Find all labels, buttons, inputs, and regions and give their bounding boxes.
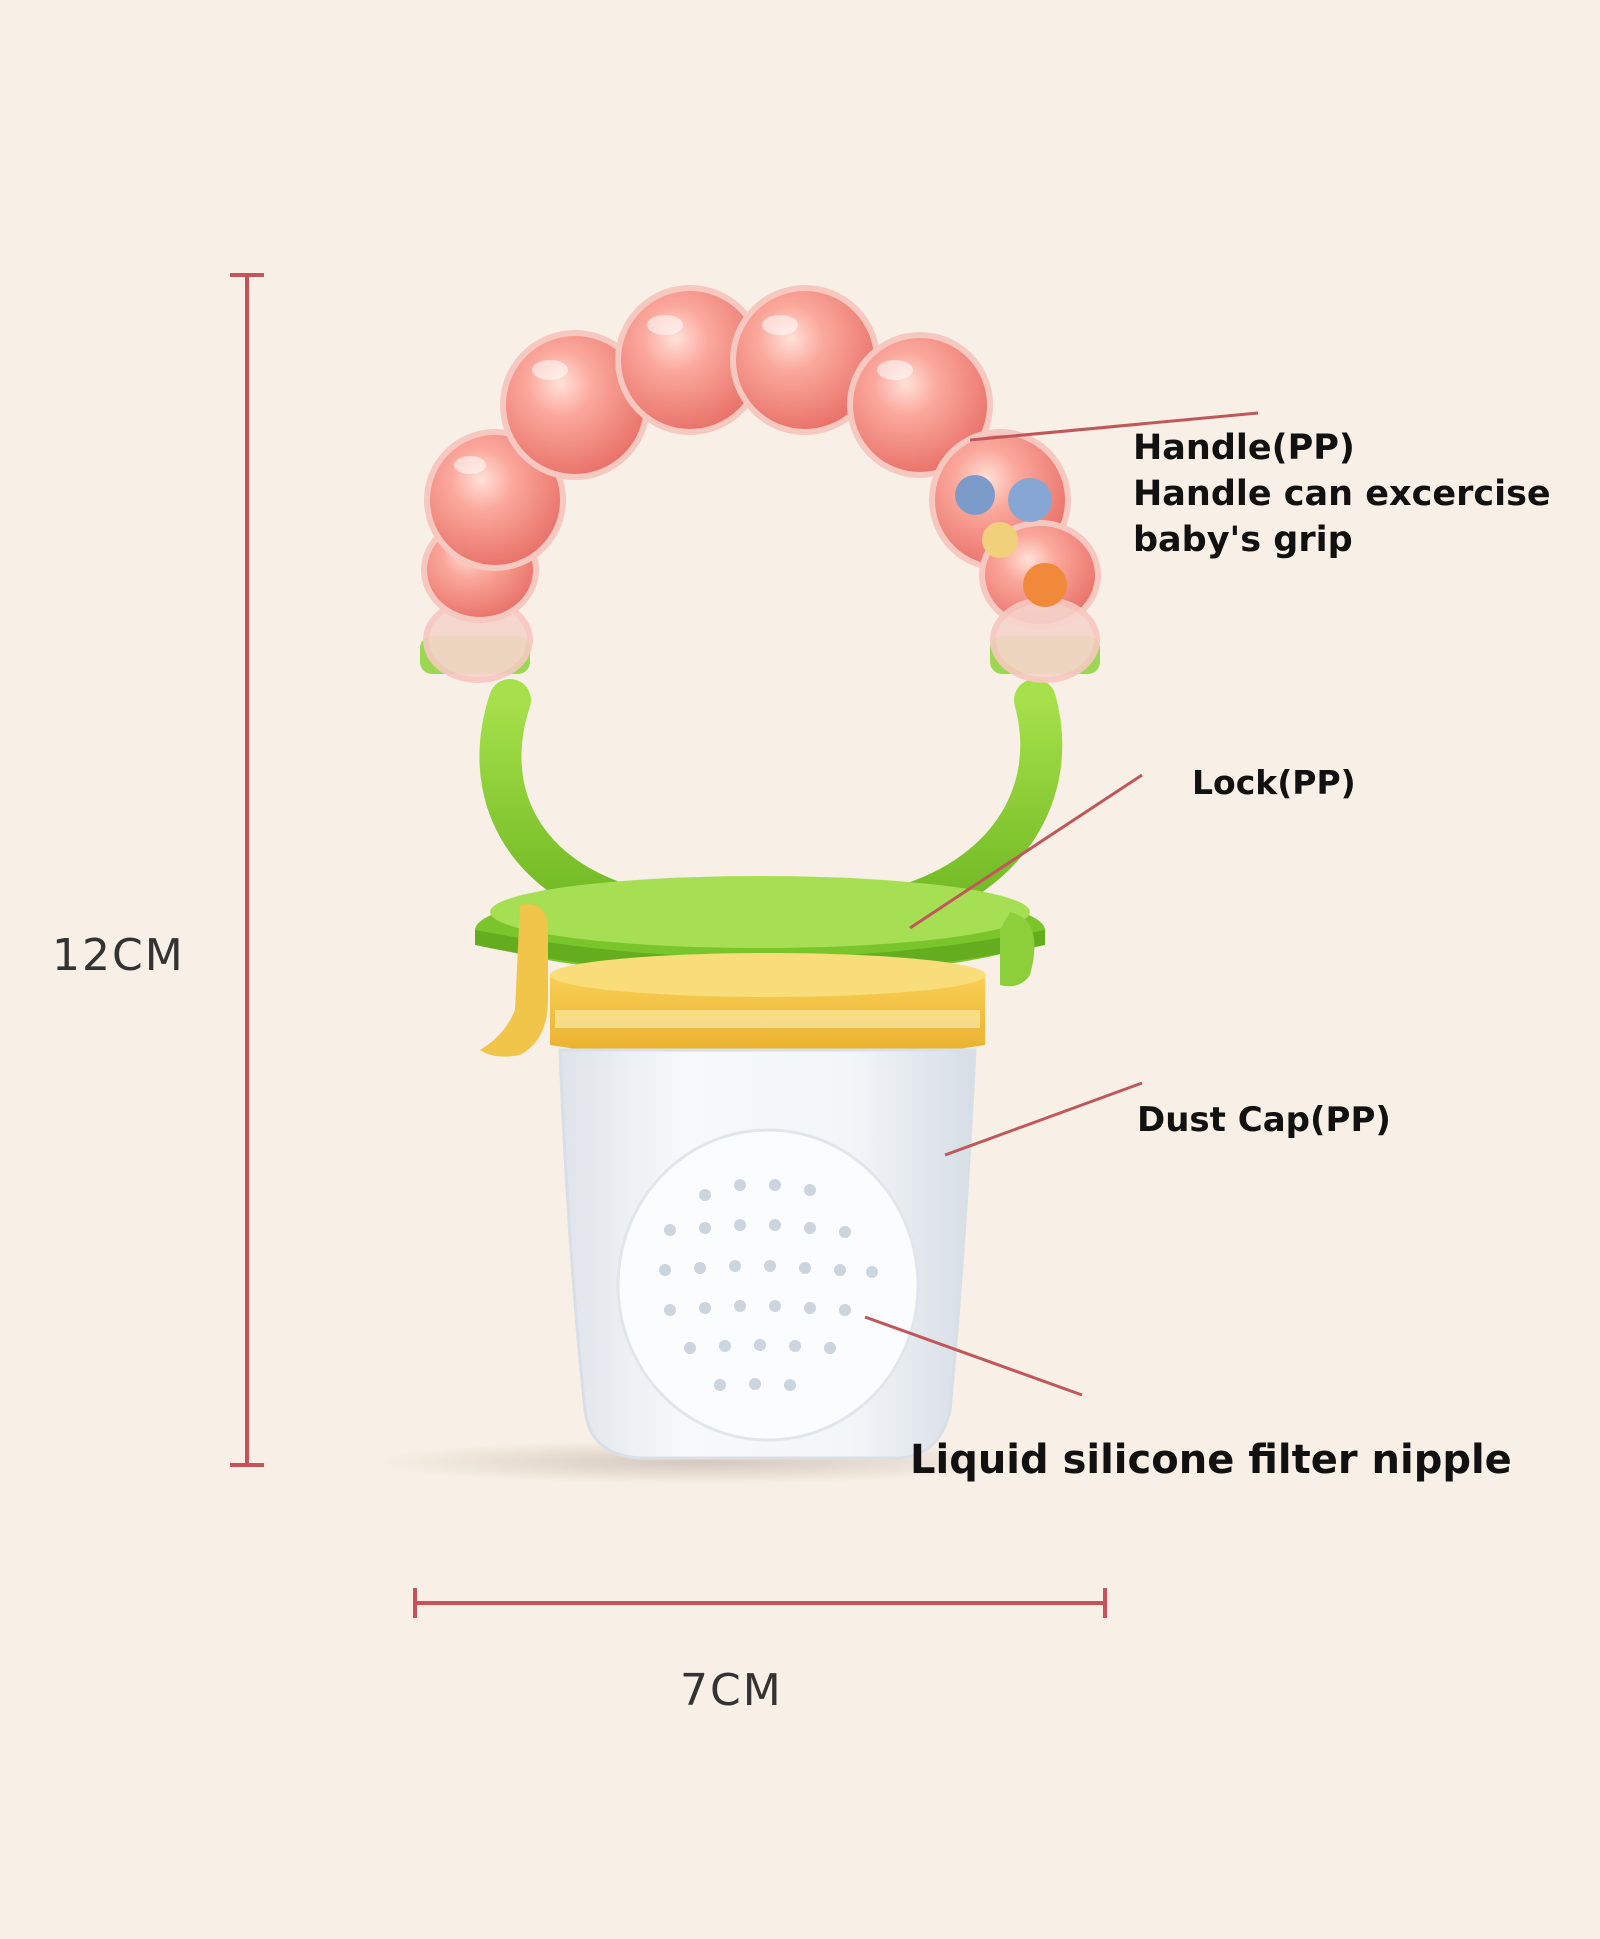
nipple-leader xyxy=(864,1315,1083,1397)
bead-highlights xyxy=(454,315,913,474)
nipple-callout: Liquid silicone filter nipple xyxy=(910,1437,1512,1483)
yellow-ring xyxy=(550,953,986,1063)
handle-callout-line3: baby's grip xyxy=(1133,520,1353,560)
leader-lines xyxy=(864,411,1259,1397)
handle-callout-title: Handle(PP) xyxy=(1133,428,1355,468)
silicone-nipple xyxy=(558,1048,977,1460)
width-dimension-line xyxy=(413,1588,1107,1618)
lock-callout: Lock(PP) xyxy=(1192,763,1356,802)
handle-beads xyxy=(421,285,1101,683)
handle-leader xyxy=(969,411,1259,442)
lock-clip xyxy=(480,904,548,1057)
lock-leader xyxy=(909,773,1143,930)
lock-body xyxy=(475,876,1045,987)
height-dimension-line xyxy=(230,273,264,1467)
rattle-balls xyxy=(955,475,1067,607)
dust-cap-callout: Dust Cap(PP) xyxy=(1137,1100,1391,1140)
filter-holes xyxy=(659,1179,878,1391)
width-label: 7CM xyxy=(680,1665,783,1716)
dust-cap-leader xyxy=(944,1081,1143,1157)
handle-callout-line2: Handle can excercise xyxy=(1133,474,1551,514)
handle-callout: Handle(PP) Handle can excercise baby's g… xyxy=(1133,425,1551,563)
height-label: 12CM xyxy=(52,930,185,981)
